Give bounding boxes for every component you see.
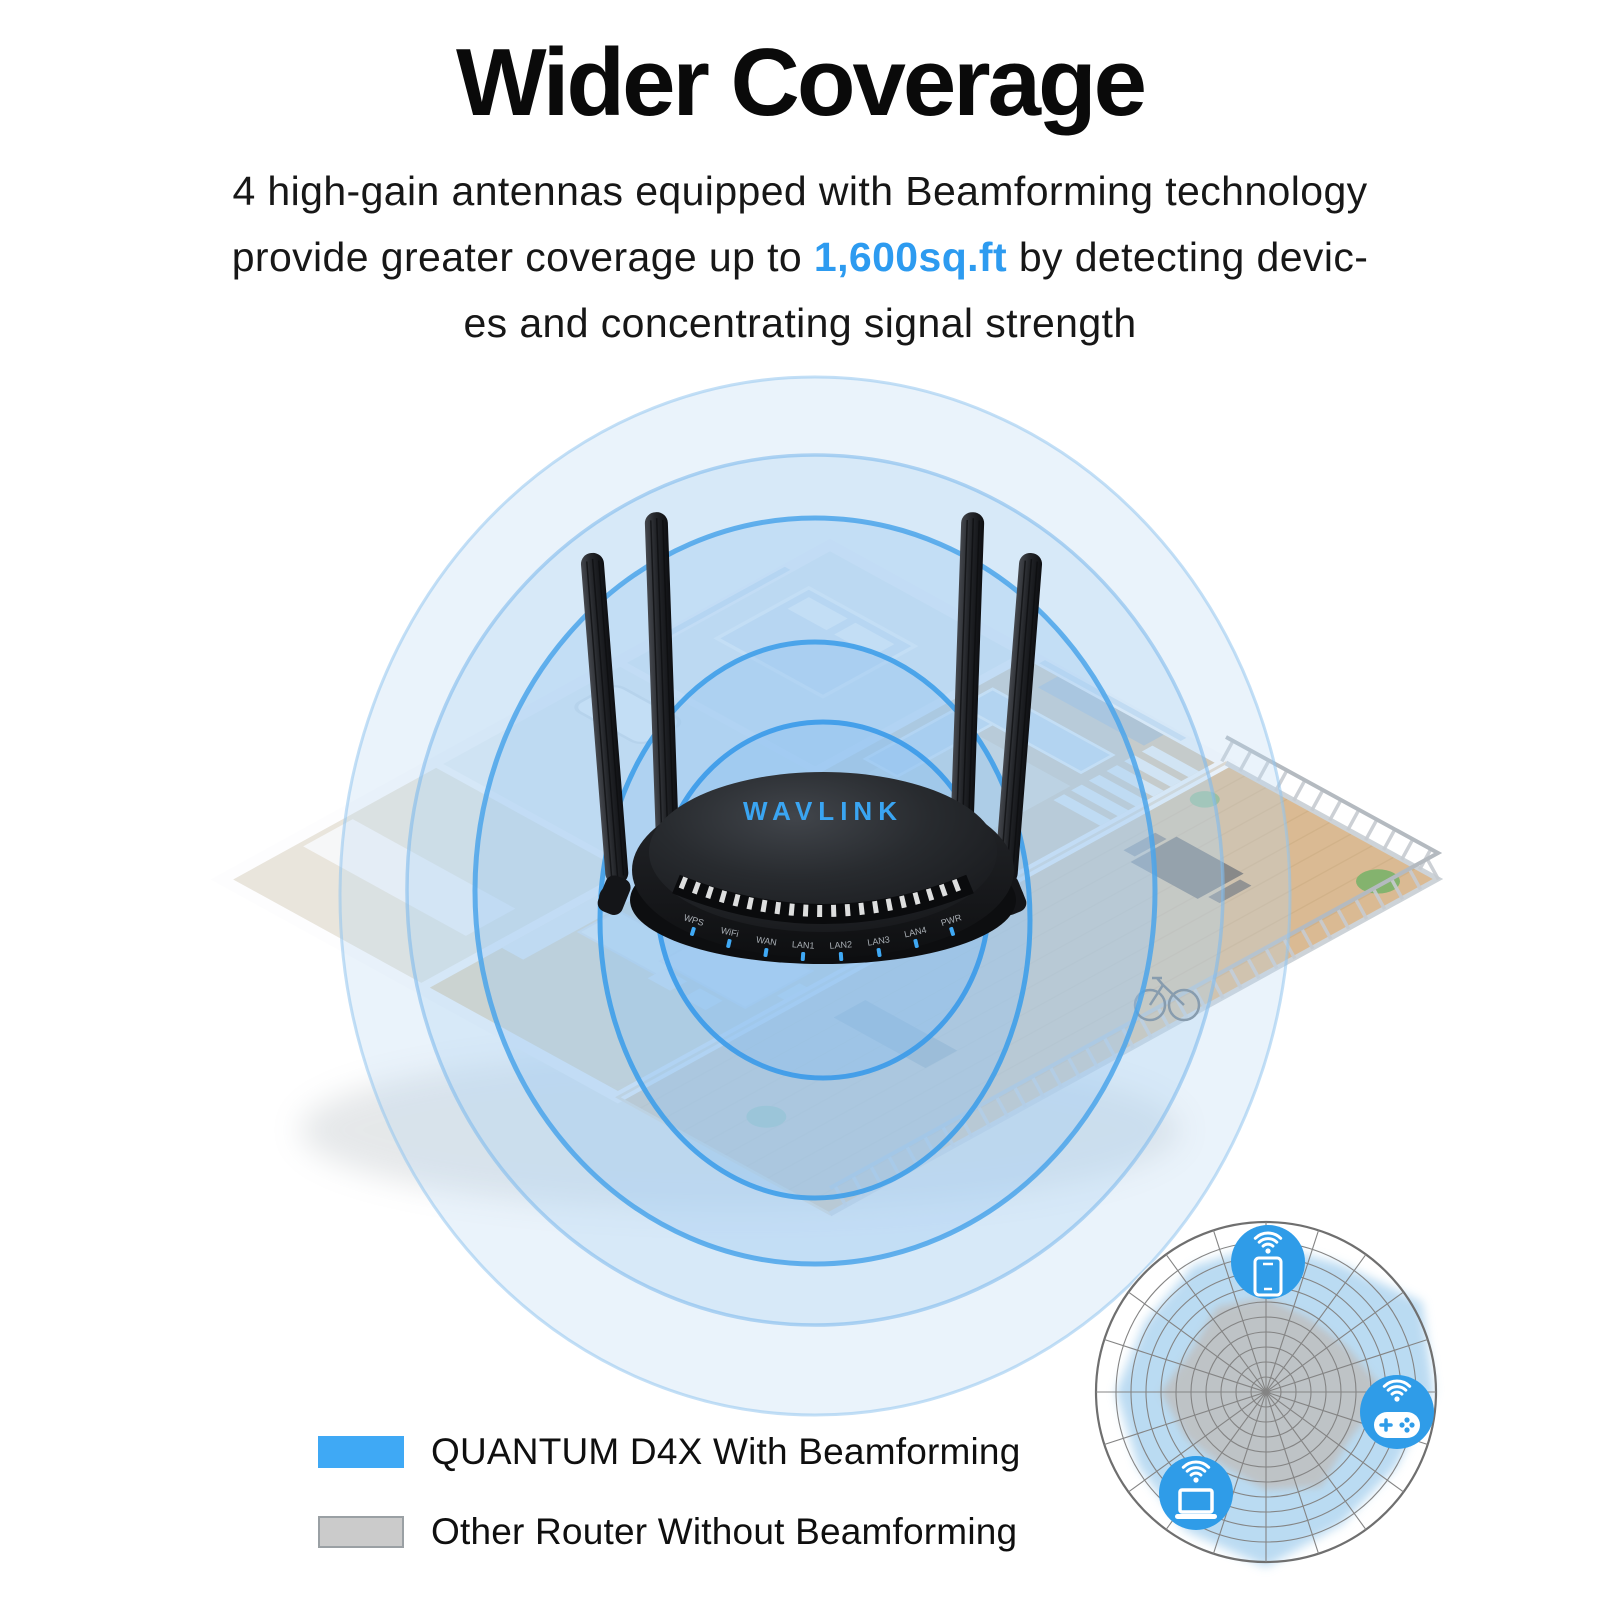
window — [657, 566, 791, 640]
outdoor-chair — [1123, 832, 1167, 857]
beam-pattern-chart — [1094, 1220, 1438, 1567]
legend-item-beamforming: QUANTUM D4X With Beamforming — [318, 1430, 1021, 1474]
router-dome — [649, 772, 997, 932]
outdoor-bench — [833, 1000, 958, 1069]
bicycle — [1133, 976, 1201, 1022]
description-line-3: es and concentrating signal strength — [463, 300, 1137, 346]
router: WAVLINK WPS WiFi WAN LAN1 LAN2 LAN3 LAN4… — [580, 512, 1043, 964]
smartphone-wifi-icon — [1231, 1225, 1305, 1299]
coverage-highlight: 1,600sq.ft — [813, 234, 1008, 280]
tv-console — [1037, 676, 1164, 746]
page-title: Wider Coverage — [455, 29, 1147, 136]
staircase — [1053, 745, 1200, 826]
router-led-labels: WPS WiFi WAN LAN1 LAN2 LAN3 LAN4 PWR — [683, 912, 963, 951]
antenna-right-outer — [994, 552, 1043, 885]
description-line-1: 4 high-gain antennas equipped with Beamf… — [232, 168, 1368, 214]
led-label: LAN1 — [792, 939, 815, 951]
router-led-lights — [689, 926, 956, 962]
chair — [682, 988, 723, 1011]
led-label: WiFi — [720, 925, 740, 939]
description-line-2-pre: provide greater coverage up to — [231, 234, 814, 280]
legend-swatch-gray — [318, 1516, 404, 1548]
led-label: LAN2 — [829, 939, 852, 951]
plant — [1356, 869, 1401, 894]
description-line-2-post: by detecting devic- — [1007, 234, 1369, 280]
outdoor-table — [1130, 836, 1244, 899]
plant — [746, 1105, 787, 1128]
router-antennas — [580, 512, 1043, 915]
description-line-2: provide greater coverage up to 1,600sq.f… — [0, 224, 1600, 290]
outdoor-chair — [1208, 879, 1252, 904]
led-label: LAN3 — [867, 934, 891, 947]
game-controller-wifi-icon — [1360, 1375, 1434, 1449]
router-brand-logo: WAVLINK — [743, 796, 903, 826]
antenna-left-outer — [580, 552, 629, 885]
vent-slits — [678, 876, 968, 917]
led-label: LAN4 — [903, 925, 927, 940]
page-description: 4 high-gain antennas equipped with Beamf… — [0, 158, 1600, 356]
pillow — [787, 597, 848, 631]
legend-label: QUANTUM D4X With Beamforming — [431, 1431, 1021, 1472]
antenna-foot — [597, 875, 631, 915]
legend-item-other-router: Other Router Without Beamforming — [318, 1510, 1021, 1554]
legend: QUANTUM D4X With Beamforming Other Route… — [318, 1430, 1021, 1554]
laptop-wifi-icon — [1159, 1456, 1233, 1530]
legend-swatch-blue — [318, 1436, 404, 1468]
legend-label: Other Router Without Beamforming — [431, 1511, 1018, 1552]
antenna-left-inner — [644, 512, 680, 868]
pillow — [834, 622, 895, 656]
window — [1039, 660, 1187, 742]
cabinets — [303, 819, 516, 936]
led-label: WAN — [755, 934, 777, 947]
terrace-railing — [824, 735, 1463, 1217]
